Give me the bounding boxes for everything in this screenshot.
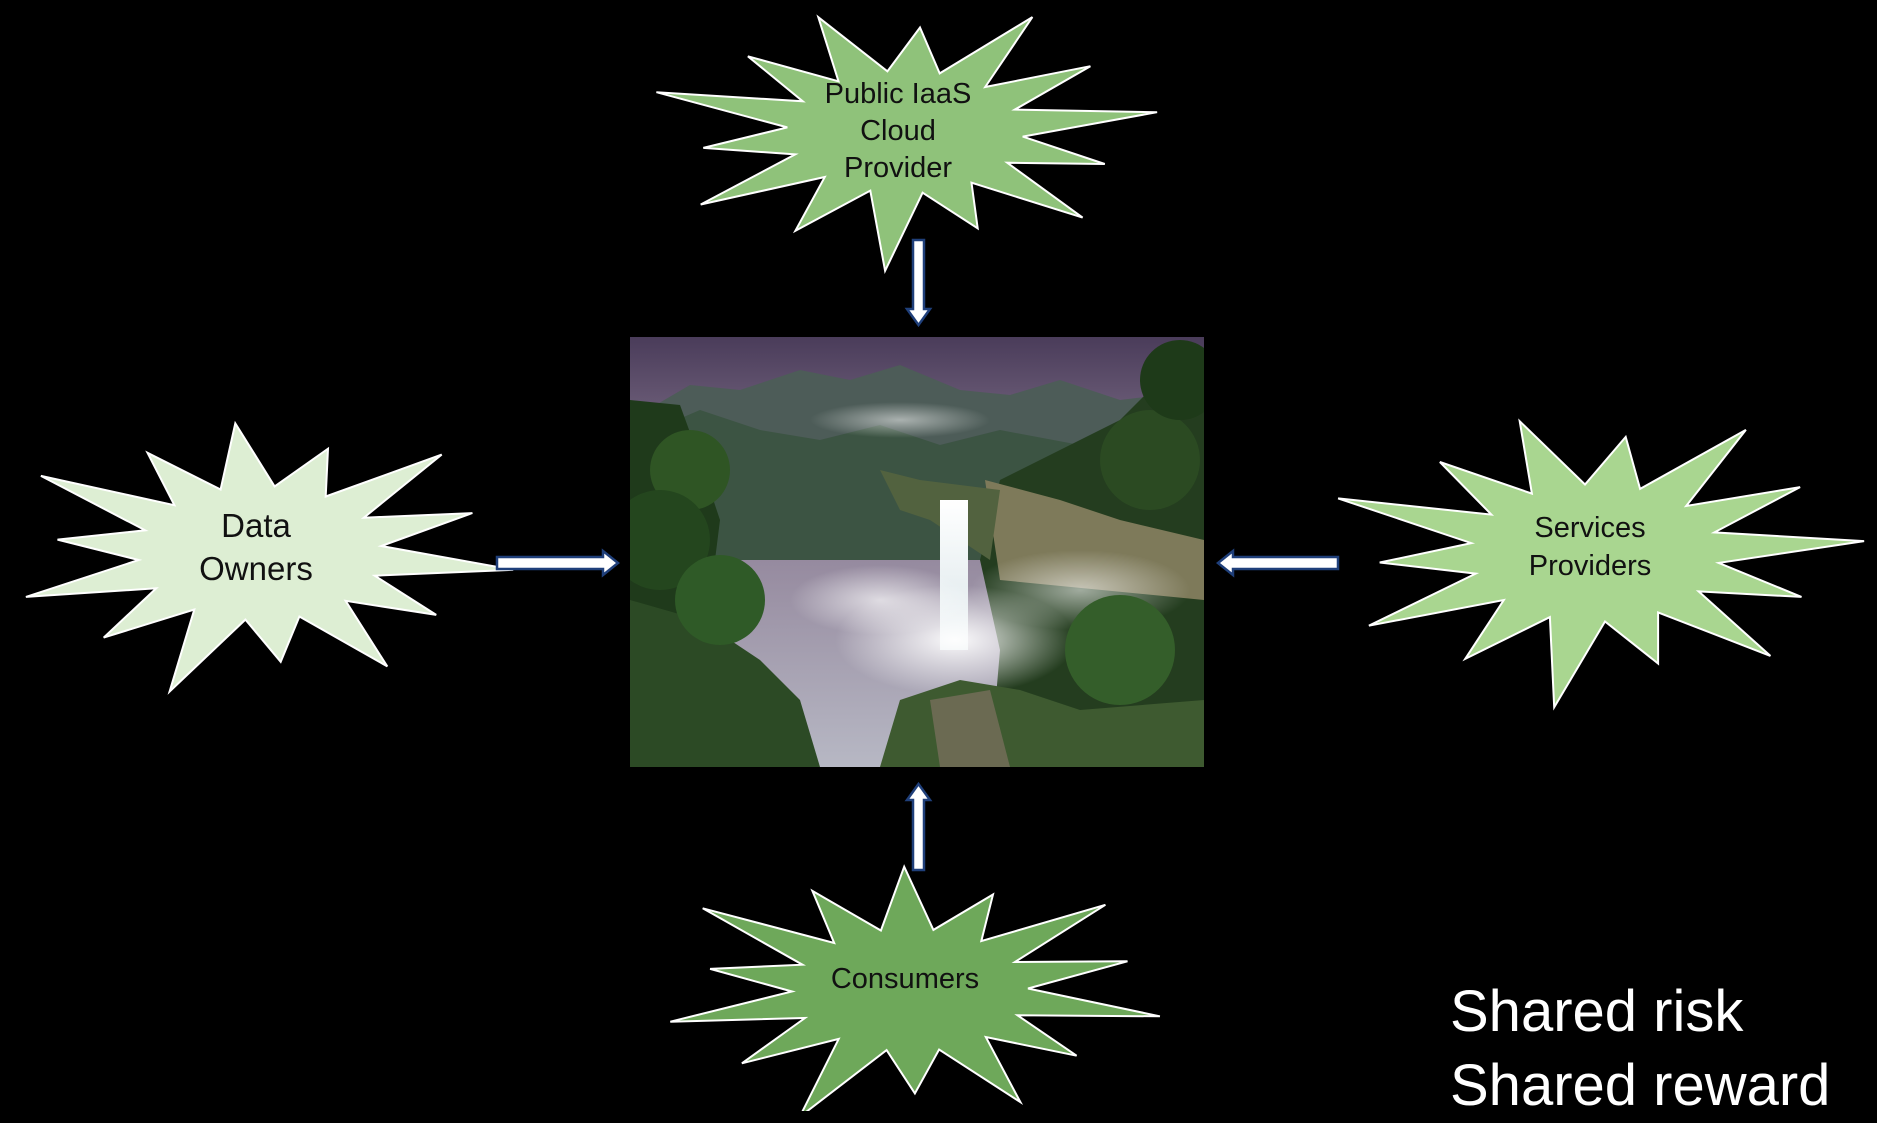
starburst-bottom bbox=[670, 864, 1161, 1111]
starburst-top bbox=[656, 14, 1158, 274]
node-left-label-line: Owners bbox=[199, 550, 313, 587]
arrow-left-to-center bbox=[495, 548, 621, 578]
rainforest-waterfall-photo bbox=[630, 337, 1204, 767]
arrow-bottom-shape bbox=[904, 781, 933, 872]
arrow-right-shape bbox=[1215, 548, 1340, 578]
starburst-left bbox=[25, 420, 514, 695]
arrow-top-shape bbox=[904, 238, 933, 328]
node-top-label-line: Provider bbox=[844, 152, 952, 184]
node-bottom-label: Consumers bbox=[831, 963, 979, 995]
arrow-left-shape bbox=[495, 548, 621, 578]
caption-line-2: Shared reward bbox=[1450, 1053, 1831, 1118]
node-top-label-line: Public IaaS bbox=[825, 78, 972, 110]
starburst-right bbox=[1337, 418, 1865, 711]
arrow-bottom-to-center bbox=[904, 781, 933, 872]
caption-line-1: Shared risk bbox=[1450, 979, 1744, 1044]
node-bottom-label-line: Consumers bbox=[831, 963, 979, 995]
arrow-right-to-center bbox=[1215, 548, 1340, 578]
node-right-label-line: Services bbox=[1534, 512, 1645, 544]
node-consumers: Consumers bbox=[670, 864, 1161, 1111]
node-left-label-line: Data bbox=[221, 507, 291, 544]
caption: Shared risk Shared reward bbox=[1450, 975, 1830, 1123]
arrow-top-to-center bbox=[904, 238, 933, 328]
node-right-label-line: Providers bbox=[1529, 550, 1652, 582]
node-top-label-line: Cloud bbox=[860, 115, 936, 147]
